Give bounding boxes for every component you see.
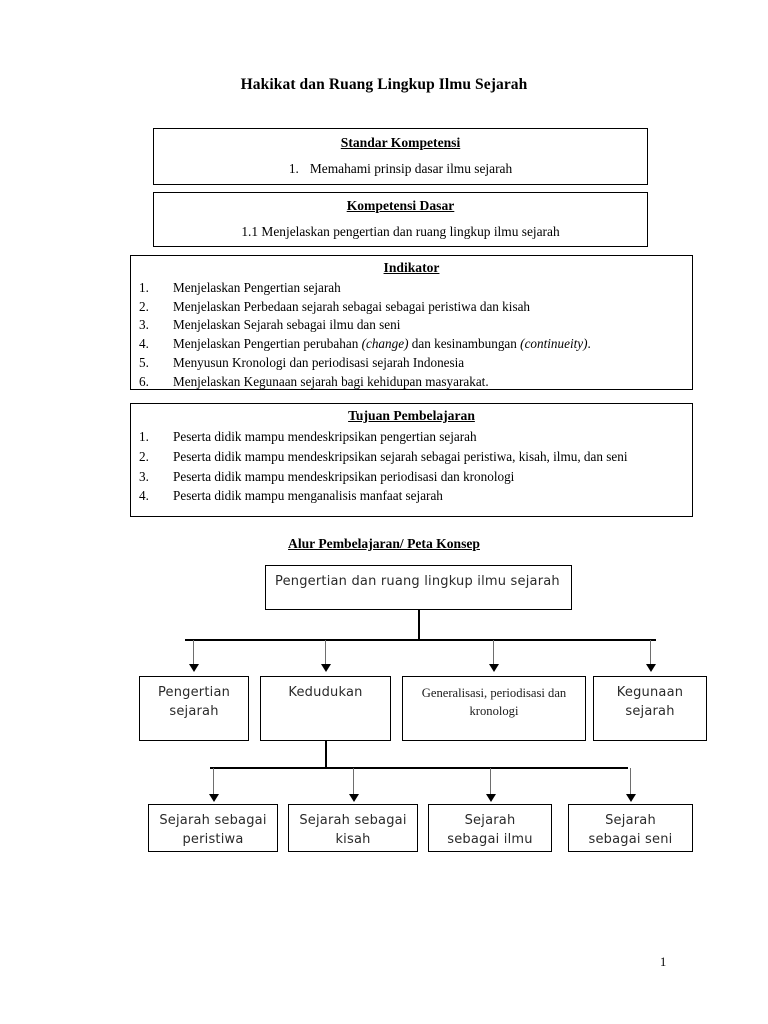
tujuan-item: Peserta didik mampu menganalisis manfaat… — [139, 486, 443, 506]
indikator-item-text-a: Menjelaskan Pengertian perubahan — [173, 336, 362, 352]
arrowhead-r3-4-icon — [626, 794, 636, 802]
tujuan-item: Peserta didik mampu mendeskripsikan peri… — [139, 467, 515, 487]
indikator-item-italic-change: (change) — [361, 336, 409, 352]
arrowhead-r2-4-icon — [646, 664, 656, 672]
indikator-item-text-b: dan kesinambungan — [408, 336, 521, 352]
flow-node-sejarah-ilmu: Sejarah sebagai ilmu — [428, 804, 552, 852]
connector-bus-row2 — [185, 639, 656, 641]
connector-root-stem — [418, 610, 420, 641]
kompetensi-dasar-box: Kompetensi Dasar 1.1 Menjelaskan pengert… — [153, 192, 648, 247]
flow-node-sejarah-seni-label: Sejarah sebagai seni — [588, 813, 673, 847]
indikator-item: Menjelaskan Kegunaan sejarah bagi kehidu… — [139, 373, 489, 391]
arrowhead-r3-3-icon — [486, 794, 496, 802]
flow-node-generalisasi-label: Generalisasi, periodisasi dan kronologi — [421, 686, 567, 719]
tujuan-item: Peserta didik mampu mendeskripsikan seja… — [139, 447, 628, 467]
standar-kompetensi-heading: Standar Kompetensi — [340, 135, 461, 150]
flow-node-sejarah-kisah-label: Sejarah sebagai kisah — [299, 813, 407, 847]
flow-node-generalisasi: Generalisasi, periodisasi dan kronologi — [402, 676, 586, 741]
indikator-list: Menjelaskan Pengertian sejarah Menjelask… — [131, 279, 692, 391]
arrowhead-r2-2-icon — [321, 664, 331, 672]
indikator-item-text-c: . — [587, 336, 591, 352]
kompetensi-dasar-heading: Kompetensi Dasar — [346, 198, 455, 213]
arrowhead-r2-3-icon — [489, 664, 499, 672]
connector-drop-r3-4 — [630, 768, 632, 796]
page-number: 1 — [660, 955, 667, 969]
flow-node-pengertian-sejarah-label: Pengertian sejarah — [157, 685, 231, 719]
indikator-box: Indikator Menjelaskan Pengertian sejarah… — [130, 255, 693, 391]
connector-drop-r2-4 — [650, 640, 652, 666]
tujuan-pembelajaran-list: Peserta didik mampu mendeskripsikan peng… — [131, 427, 692, 506]
standar-kompetensi-box: Standar Kompetensi 1. Memahami prinsip da… — [153, 128, 648, 185]
arrowhead-r3-1-icon — [209, 794, 219, 802]
connector-drop-r2-2 — [325, 640, 327, 666]
flow-node-sejarah-kisah: Sejarah sebagai kisah — [288, 804, 418, 852]
flow-node-kegunaan-sejarah: Kegunaan sejarah — [593, 676, 707, 741]
arrowhead-r3-2-icon — [349, 794, 359, 802]
connector-bus-row3 — [210, 767, 628, 769]
flow-node-kedudukan-label: Kedudukan — [288, 685, 363, 700]
connector-drop-r2-3 — [493, 640, 495, 666]
indikator-heading: Indikator — [383, 260, 440, 275]
page-title: Hakikat dan Ruang Lingkup Ilmu Sejarah — [240, 76, 528, 93]
flow-node-sejarah-peristiwa-label: Sejarah sebagai peristiwa — [159, 813, 267, 847]
tujuan-pembelajaran-box: Tujuan Pembelajaran Peserta didik mampu … — [130, 403, 693, 517]
indikator-item: Menjelaskan Sejarah sebagai ilmu dan sen… — [139, 316, 401, 334]
connector-drop-r2-1 — [193, 640, 195, 666]
flow-node-sejarah-seni: Sejarah sebagai seni — [568, 804, 693, 852]
indikator-item: Menjelaskan Pengertian perubahan (change… — [137, 335, 682, 354]
flow-node-pengertian-sejarah: Pengertian sejarah — [139, 676, 249, 741]
flow-node-sejarah-ilmu-label: Sejarah sebagai ilmu — [447, 813, 533, 847]
arrowhead-r2-1-icon — [189, 664, 199, 672]
connector-kedudukan-stem — [325, 741, 327, 769]
connector-drop-r3-2 — [353, 768, 355, 796]
indikator-item-italic-continueity: (continueity) — [520, 336, 588, 352]
flow-node-sejarah-peristiwa: Sejarah sebagai peristiwa — [148, 804, 278, 852]
indikator-item: Menyusun Kronologi dan periodisasi sejar… — [139, 354, 465, 372]
standar-kompetensi-item-number: 1. — [288, 160, 299, 176]
tujuan-pembelajaran-heading: Tujuan Pembelajaran — [348, 408, 475, 423]
indikator-item: Menjelaskan Pengertian sejarah — [139, 279, 341, 297]
standar-kompetensi-item: 1. Memahami prinsip dasar ilmu sejarah — [154, 161, 647, 177]
connector-drop-r3-3 — [490, 768, 492, 796]
flow-node-root: Pengertian dan ruang lingkup ilmu sejara… — [265, 565, 572, 610]
flowchart-heading: Alur Pembelajaran/ Peta Konsep — [288, 536, 480, 551]
tujuan-item: Peserta didik mampu mendeskripsikan peng… — [139, 427, 477, 447]
standar-kompetensi-item-text: Memahami prinsip dasar ilmu sejarah — [309, 160, 513, 176]
flow-node-root-label: Pengertian dan ruang lingkup ilmu sejara… — [275, 574, 560, 589]
flow-node-kedudukan: Kedudukan — [260, 676, 391, 741]
flow-node-kegunaan-sejarah-label: Kegunaan sejarah — [616, 685, 684, 719]
connector-drop-r3-1 — [213, 768, 215, 796]
indikator-item: Menjelaskan Perbedaan sejarah sebagai se… — [139, 298, 531, 316]
kompetensi-dasar-item: 1.1 Menjelaskan pengertian dan ruang lin… — [241, 223, 560, 239]
